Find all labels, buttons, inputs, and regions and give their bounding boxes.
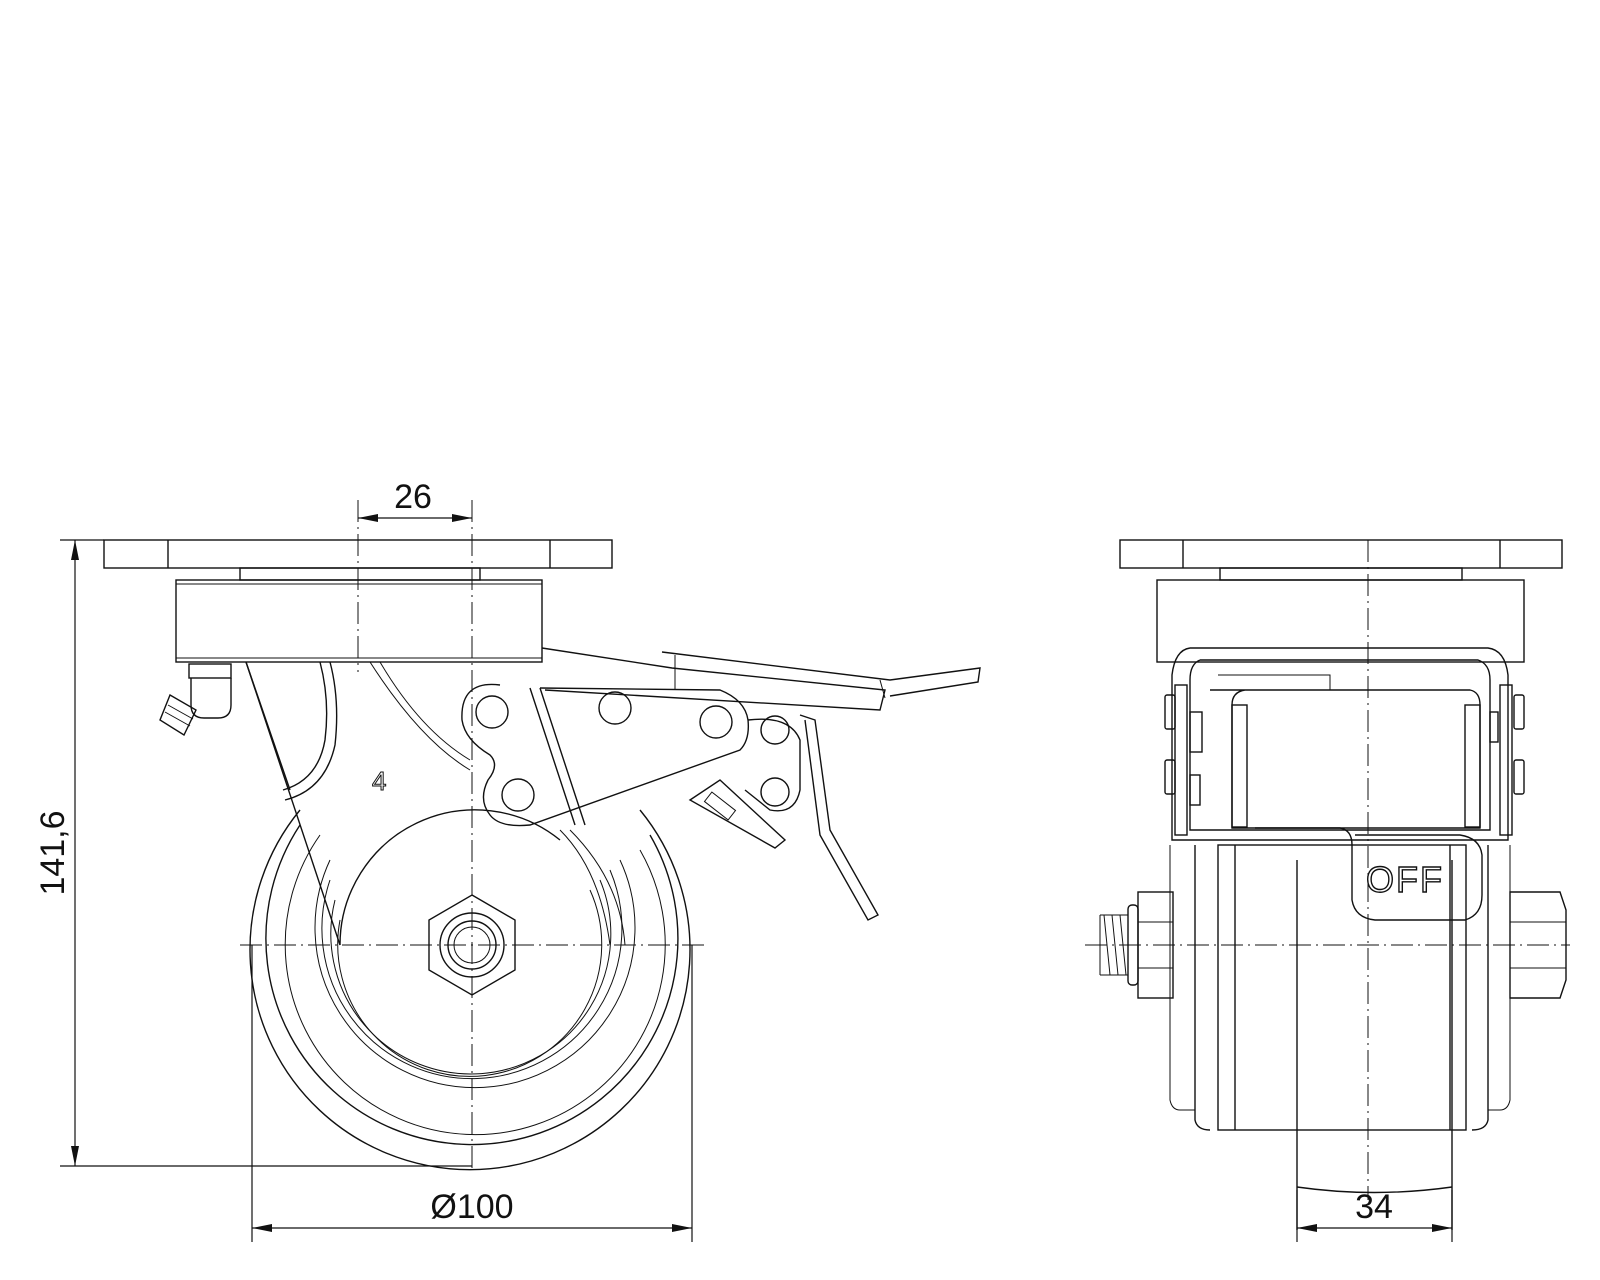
wheel [249, 809, 691, 1171]
brake-lever [461, 647, 981, 921]
fork [1164, 647, 1525, 841]
grease-nipple [159, 663, 232, 737]
front-view: OFF 34 [1085, 539, 1570, 1242]
width-value: 34 [1355, 1188, 1393, 1226]
offset-dimension: 26 [358, 478, 472, 522]
brake-state-label: OFF [1366, 859, 1444, 900]
offset-value: 26 [394, 478, 432, 516]
spacer-ring [239, 567, 481, 581]
wheel [1169, 844, 1511, 1230]
brake-tab: OFF [1255, 827, 1483, 921]
swivel-housing [1156, 579, 1525, 663]
top-plate [1119, 539, 1563, 569]
swivel-housing [175, 579, 543, 663]
axle-nut-right [1509, 891, 1567, 999]
fork-leg: 4 [245, 661, 471, 946]
diameter-dimension: Ø100 [251, 945, 693, 1242]
part-marking: 4 [372, 766, 386, 796]
width-dimension: 34 [1296, 1188, 1453, 1242]
height-value: 141,6 [34, 810, 72, 895]
height-dimension: 141,6 [34, 539, 472, 1167]
side-view: 4 [34, 478, 981, 1242]
diameter-value: Ø100 [430, 1188, 513, 1226]
